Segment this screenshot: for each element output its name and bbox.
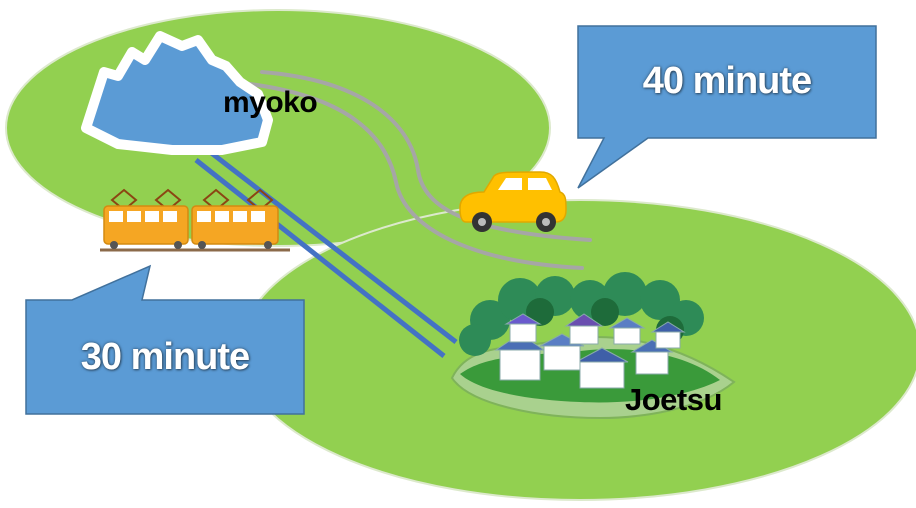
train-time-callout: 30 minute xyxy=(80,336,250,378)
town-icon xyxy=(450,272,736,420)
mountain-icon xyxy=(81,31,273,155)
origin-label: myoko xyxy=(223,86,318,119)
car-icon xyxy=(459,171,567,232)
train-icon xyxy=(100,188,290,252)
callout-30-shape xyxy=(25,264,305,415)
rail-line xyxy=(194,146,458,358)
destination-label: Joetsu xyxy=(625,382,722,417)
road xyxy=(248,70,592,270)
car-time-callout: 40 minute xyxy=(642,60,812,102)
callout-40-shape xyxy=(577,25,877,189)
